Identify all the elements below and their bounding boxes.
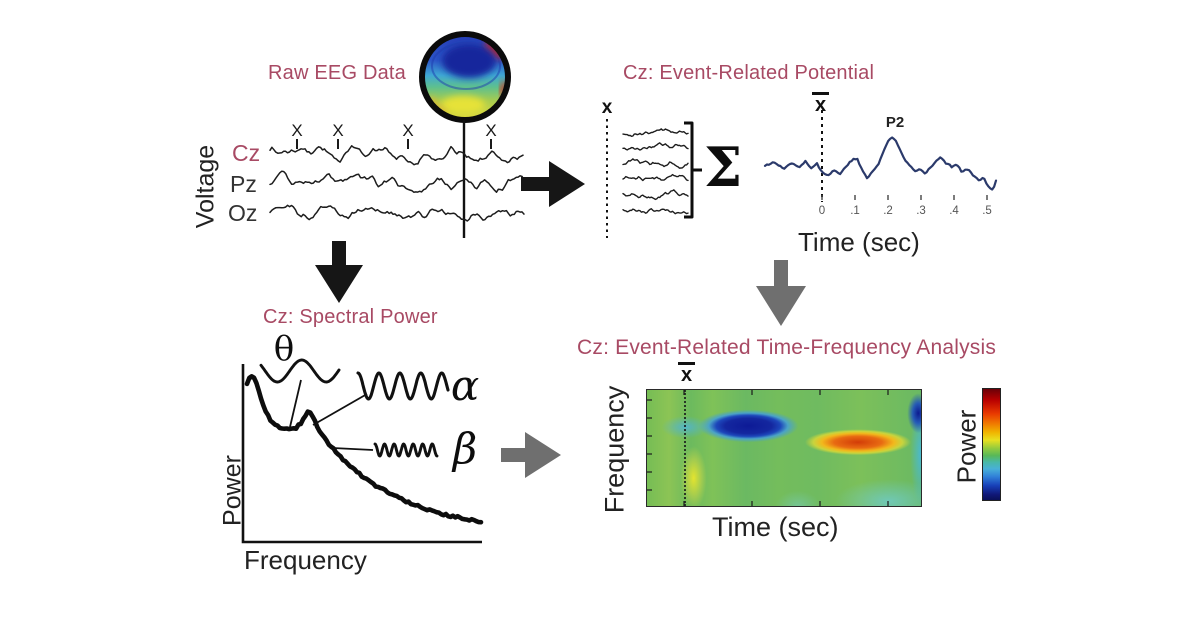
epoch-trace xyxy=(622,142,689,151)
erp-x-ticks xyxy=(821,195,988,200)
tfa-title: Cz: Event-Related Time-Frequency Analysi… xyxy=(577,336,997,359)
erp-x-tick-label: 0 xyxy=(819,205,825,217)
erp-waveform xyxy=(763,136,998,191)
tfa-frequency-axis-label: Frequency xyxy=(599,385,630,514)
channel-label-pz: Pz xyxy=(230,171,257,197)
erp-peak-label: P2 xyxy=(886,114,904,131)
erp-time-axis-label: Time (sec) xyxy=(798,227,920,257)
topomap xyxy=(419,31,511,123)
tfa-heatmap xyxy=(646,389,922,507)
erp-title: Cz: Event-Related Potential xyxy=(623,62,875,84)
beta-symbol: β xyxy=(451,424,477,473)
epoch-trace xyxy=(622,207,689,215)
spectral-power-axis-label: Power xyxy=(218,455,247,526)
tfa-colorbar-label: Power xyxy=(951,409,982,484)
alpha-symbol: α xyxy=(451,361,479,410)
spectral-curve xyxy=(244,373,484,525)
channel-label-cz: Cz xyxy=(232,140,261,166)
spectral-plot: θ α β xyxy=(241,330,484,544)
arrow-spectral-to-tfa-icon xyxy=(501,432,561,478)
arrow-raw-to-erp-icon xyxy=(521,161,585,207)
erp-average-marker: x xyxy=(812,92,830,116)
alpha-pointer-line xyxy=(312,393,368,426)
event-markers: X X X X xyxy=(291,121,497,149)
erp-x-tick-label: .5 xyxy=(982,205,992,217)
raw-eeg-traces: X X X X xyxy=(269,120,527,238)
raw-eeg-title: Raw EEG Data xyxy=(268,62,407,84)
epoch-bracket xyxy=(684,121,702,219)
tfa-colorbar xyxy=(982,388,1001,501)
channel-label-oz: Oz xyxy=(228,200,258,226)
eeg-trace-cz xyxy=(269,145,524,166)
erp-x-tick-label: .1 xyxy=(850,205,860,217)
sum-symbol: Σ xyxy=(704,135,743,199)
spectral-title: Cz: Spectral Power xyxy=(263,306,438,328)
theta-pointer-line xyxy=(289,379,302,428)
tfa-average-marker: x xyxy=(678,362,696,386)
erp-plot: P2 0 .1 .2 .3 .4 .5 xyxy=(763,110,998,217)
erp-epochs: x xyxy=(602,97,702,238)
epoch-trace xyxy=(622,173,689,182)
theta-wave xyxy=(259,358,341,384)
eeg-trace-pz xyxy=(269,170,527,193)
beta-pointer-line xyxy=(332,447,374,451)
spectral-frequency-axis-label: Frequency xyxy=(244,545,367,575)
beta-wave xyxy=(373,442,439,458)
event-marker-x: X xyxy=(485,121,496,140)
epoch-trace xyxy=(622,158,689,169)
alpha-wave xyxy=(356,371,450,401)
erp-x-tick-label: .3 xyxy=(916,205,926,217)
trial-marker: x xyxy=(602,97,613,118)
spectral-axes xyxy=(241,364,482,544)
event-marker-x: X xyxy=(291,121,302,140)
tfa-time-axis-label: Time (sec) xyxy=(712,512,839,542)
erp-x-tick-labels: 0 .1 .2 .3 .4 .5 xyxy=(819,205,992,217)
tfa-stimulus-line xyxy=(684,390,686,506)
erp-x-tick-label: .4 xyxy=(949,205,959,217)
epoch-trace xyxy=(622,189,689,201)
arrow-erp-to-tfa-icon xyxy=(756,260,806,326)
erp-x-tick-label: .2 xyxy=(883,205,893,217)
eeg-trace-oz xyxy=(269,204,525,222)
event-marker-x: X xyxy=(402,121,413,140)
tfa-axis-ticks xyxy=(647,390,889,506)
theta-symbol: θ xyxy=(274,330,294,369)
epoch-trace xyxy=(622,128,689,137)
event-marker-x: X xyxy=(332,121,343,140)
arrow-raw-to-spectral-icon xyxy=(315,241,363,303)
